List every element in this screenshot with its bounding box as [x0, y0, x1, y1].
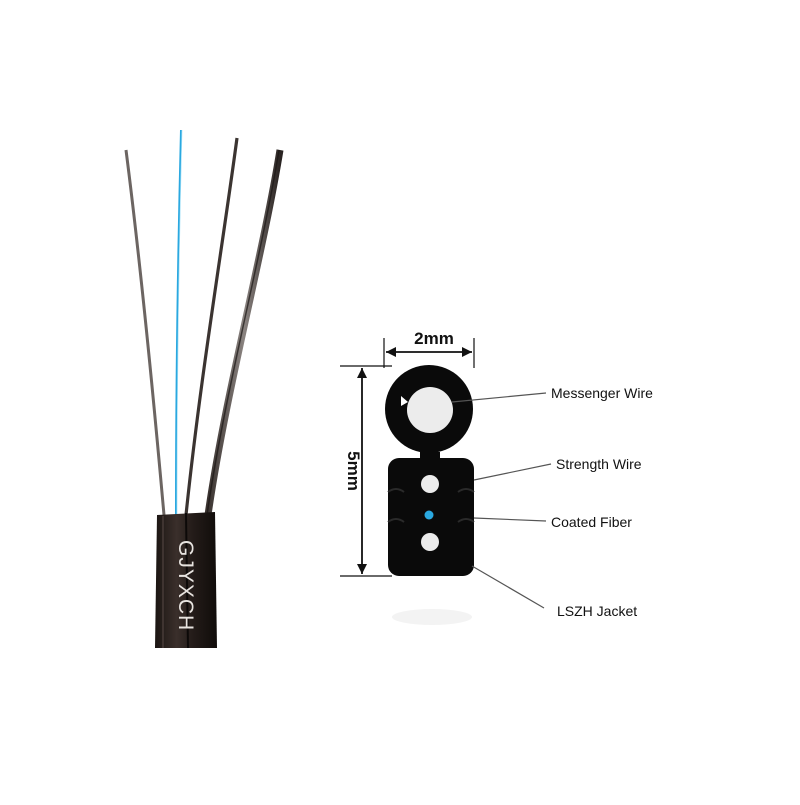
- jacket-print: GJYXCH: [174, 540, 197, 631]
- coated-fiber: [424, 510, 434, 520]
- messenger-wire-core: [407, 387, 453, 433]
- cable-illustration: GJYXCH: [124, 129, 284, 649]
- right-wire: [204, 149, 284, 516]
- cross-section-diagram: 2mm 5mm Messenger Wire Strength Wire: [340, 329, 653, 625]
- label-messenger-wire: Messenger Wire: [551, 385, 653, 401]
- blue-fiber: [175, 129, 182, 516]
- width-label: 2mm: [414, 329, 454, 348]
- strength-wire-top: [421, 475, 439, 493]
- height-label: 5mm: [344, 451, 363, 491]
- middle-wire: [184, 137, 239, 516]
- label-lszh-jacket: LSZH Jacket: [557, 603, 637, 619]
- label-coated-fiber: Coated Fiber: [551, 514, 632, 530]
- left-wire: [124, 149, 166, 516]
- strength-wire-bottom: [421, 533, 439, 551]
- label-strength-wire: Strength Wire: [556, 456, 642, 472]
